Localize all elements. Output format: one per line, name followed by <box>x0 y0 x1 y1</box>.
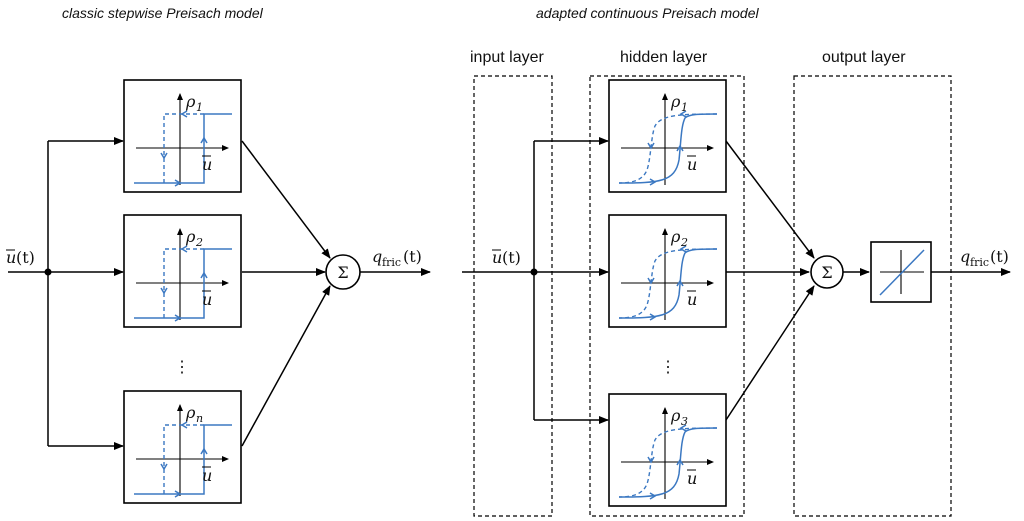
right-block-2-arrow-left <box>679 245 687 253</box>
left-output-sub: fric <box>382 256 401 269</box>
right-block-3-u-label: u <box>687 469 697 488</box>
left-block-3-arrow-right <box>174 490 182 498</box>
right-block-2-arrow-down <box>647 277 655 285</box>
right-block-1-rho-sub: 1 <box>681 101 688 114</box>
left-block-2-descending-branch <box>163 248 204 318</box>
right-block-1-arrow-left <box>679 110 687 118</box>
right-input-symbol: u <box>492 248 502 267</box>
right-block-1-arrow-down <box>647 142 655 150</box>
left-vdots: ⋮ <box>174 357 190 376</box>
right-arrow-out-1 <box>725 140 815 259</box>
left-output-symbol: q <box>372 247 382 266</box>
right-block-3-descending-branch <box>618 427 718 498</box>
left-block-1-arrow-down <box>160 152 168 160</box>
left-block-3-ascending-branch <box>134 424 232 495</box>
left-block-1-rho-sub: 1 <box>196 101 203 114</box>
right-block-2-rho-sub: 2 <box>680 236 688 249</box>
left-block-1-descending-branch <box>163 113 204 183</box>
right-block-1-arrow-up <box>676 144 684 152</box>
left-block-2-arrow-left <box>180 245 188 253</box>
right-block-1-u-label: u <box>687 155 697 174</box>
hidden-layer-label: hidden layer <box>620 49 708 66</box>
left-block-3-arrow-left <box>180 421 188 429</box>
left-block-2-arrow-down <box>160 287 168 295</box>
right-block-2-descending-branch <box>618 248 718 319</box>
right-sum-symbol: Σ <box>821 263 832 282</box>
right-block-2-arrow-up <box>676 279 684 287</box>
left-arrow-out-1 <box>241 140 331 259</box>
right-block-3-arrow-left <box>679 424 687 432</box>
right-arrow-out-3 <box>725 285 815 421</box>
left-input-arg: (t) <box>16 248 35 267</box>
left-block-2-rho-label: ρ <box>185 227 196 246</box>
left-sum-symbol: Σ <box>337 263 348 282</box>
right-block-3-arrow-up <box>676 458 684 466</box>
left-block-3-rho-label: ρ <box>185 403 196 422</box>
output-layer-frame <box>793 75 952 517</box>
left-block-1-arrow-left <box>180 110 188 118</box>
right-diagram: input layer hidden layer output layer u … <box>462 49 1011 517</box>
left-block-2-arrow-up <box>200 271 208 279</box>
right-block-1-frame <box>608 79 727 193</box>
left-block-2-u-label: u <box>202 290 212 309</box>
input-layer-frame <box>473 75 553 517</box>
left-output-label: q fric (t) <box>372 247 422 269</box>
hidden-layer-frame <box>589 75 745 517</box>
right-block-2-u-label: u <box>687 290 697 309</box>
linear-activation-block <box>870 241 932 303</box>
right-vdots: ⋮ <box>660 357 676 376</box>
left-block-2-ascending-branch <box>134 248 232 319</box>
left-block-3-arrow-up <box>200 447 208 455</box>
left-block-1-rho-label: ρ <box>185 92 196 111</box>
left-input-label: u (t) <box>6 248 35 267</box>
right-block-1-rho-label: ρ <box>670 92 681 111</box>
right-block-3-arrow-down <box>647 456 655 464</box>
right-output-sub: fric <box>970 256 989 269</box>
left-block-2-frame <box>123 214 242 328</box>
left-block-1-frame <box>123 79 242 193</box>
left-input-symbol: u <box>6 248 16 267</box>
left-block-1-u-label: u <box>202 155 212 174</box>
right-block-1-descending-branch <box>618 113 718 184</box>
input-layer-label: input layer <box>470 49 544 66</box>
left-block-2-arrow-right <box>174 314 182 322</box>
right-block-2-arrow-right <box>649 313 657 321</box>
title-left: classic stepwise Preisach model <box>62 5 264 21</box>
left-block-3-frame <box>123 390 242 504</box>
right-block-1-arrow-right <box>649 178 657 186</box>
left-output-arg: (t) <box>403 247 422 266</box>
right-output-symbol: q <box>960 247 970 266</box>
right-block-2-rho-label: ρ <box>670 227 681 246</box>
left-block-3-u-label: u <box>202 466 212 485</box>
title-right: adapted continuous Preisach model <box>536 5 759 21</box>
right-block-2-frame <box>608 214 727 328</box>
left-block-1-ascending-branch <box>134 113 232 184</box>
right-block-3-rho-sub: 3 <box>681 415 688 428</box>
left-block-1-arrow-right <box>174 179 182 187</box>
right-output-arg: (t) <box>990 247 1009 266</box>
right-input-arg: (t) <box>502 248 521 267</box>
right-output-label: q fric (t) <box>960 247 1009 269</box>
left-arrow-out-3 <box>241 285 331 447</box>
right-block-3-frame <box>608 393 727 507</box>
left-block-2-rho-sub: 2 <box>195 236 203 249</box>
activation-line <box>879 249 925 296</box>
left-block-3-rho-sub: n <box>196 412 203 425</box>
left-block-3-descending-branch <box>163 424 204 494</box>
right-block-3-rho-label: ρ <box>670 406 681 425</box>
output-layer-label: output layer <box>822 49 906 66</box>
left-block-3-arrow-down <box>160 463 168 471</box>
right-input-label: u (t) <box>492 248 521 267</box>
left-block-1-arrow-up <box>200 136 208 144</box>
right-block-3-arrow-right <box>649 492 657 500</box>
